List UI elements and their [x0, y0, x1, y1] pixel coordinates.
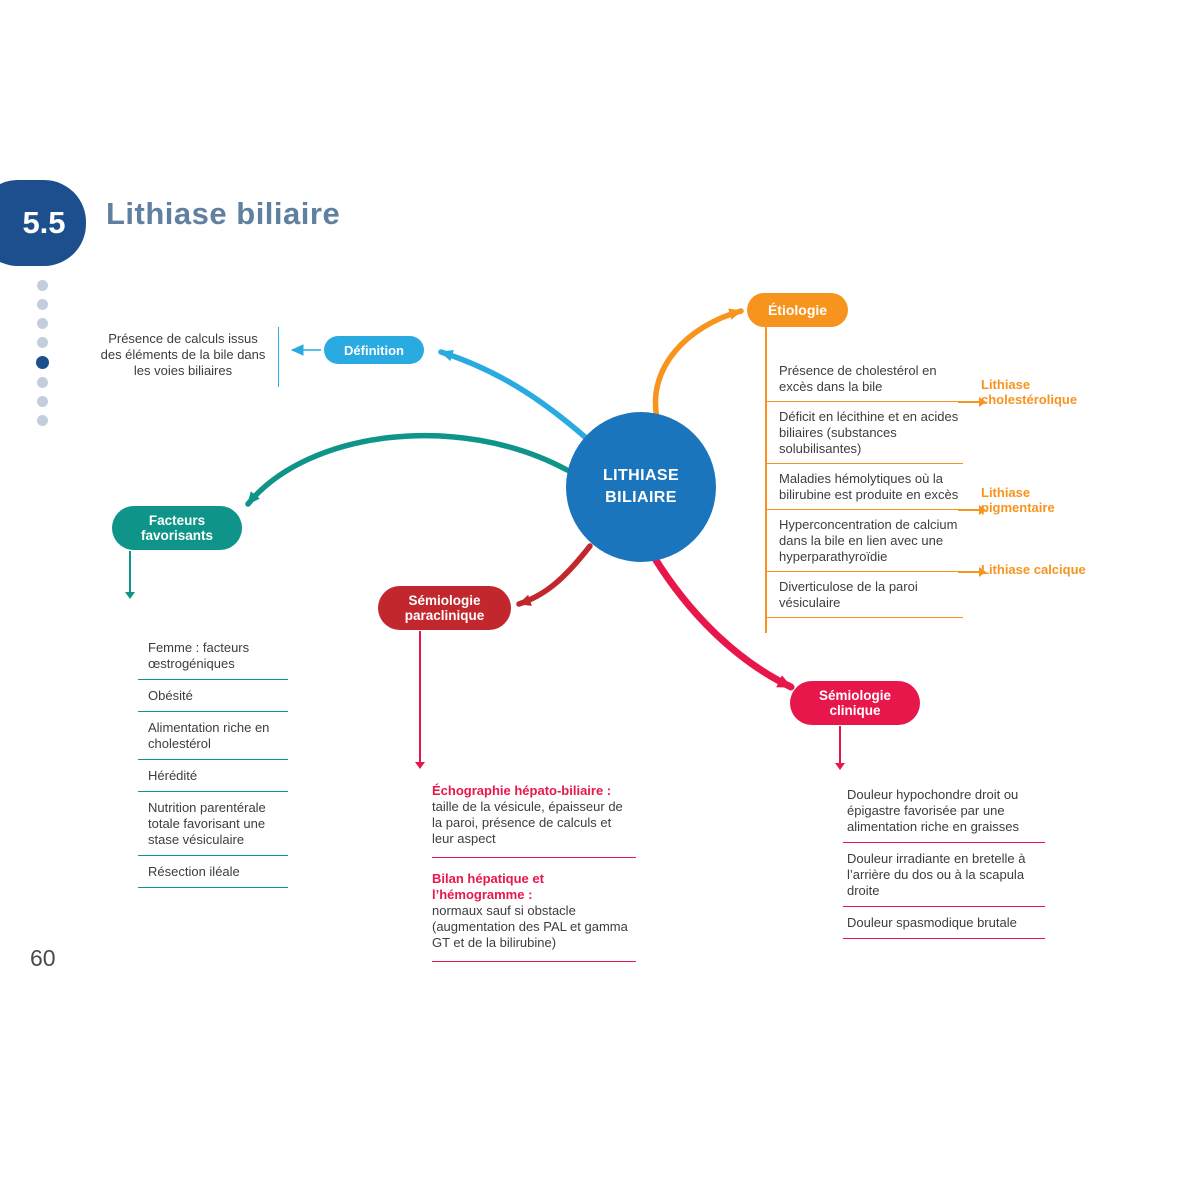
progress-dot	[37, 377, 48, 388]
chapter-progress-dots	[36, 280, 49, 426]
etiologie-item-text: Déficit en lécithine et en acides biliai…	[779, 409, 959, 456]
semiologie-clinique-pill: Sémiologie clinique	[790, 681, 920, 725]
central-node-line2: BILIAIRE	[605, 489, 677, 506]
progress-dot	[37, 318, 48, 329]
etiologie-item-text: Diverticulose de la paroi vésiculaire	[779, 579, 918, 610]
paraclinique-block-title: Bilan hépatique et l’hémogramme :	[432, 871, 544, 902]
arrow-to-lithiase-cholesterolique	[958, 396, 986, 407]
page-number: 60	[30, 945, 56, 971]
facteurs-favorisants-pill: Facteurs favorisants	[112, 506, 242, 550]
progress-dot-active	[36, 356, 49, 369]
paraclinique-block-text: taille de la vésicule, épaisseur de la p…	[432, 799, 623, 846]
etiologie-item: Déficit en lécithine et en acides biliai…	[765, 402, 963, 464]
etiologie-item: Présence de cholestérol en excès dans la…	[765, 356, 1077, 407]
facteurs-item: Obésité	[138, 680, 288, 712]
central-node-line1: LITHIASE	[602, 467, 680, 484]
progress-dot	[37, 299, 48, 310]
progress-dot	[37, 280, 48, 291]
page-title: Lithiase biliaire	[106, 196, 341, 231]
arrow-to-lithiase-calcique	[958, 566, 986, 577]
etiologie-item: Diverticulose de la paroi vésiculaire	[765, 572, 963, 618]
definition-pill: Définition	[324, 336, 424, 364]
arrow-center-to-facteurs	[245, 432, 570, 507]
lithiase-pigmentaire-tag: Lithiase pigmentaire	[981, 485, 1055, 515]
paraclinique-blocks: Échographie hépato-biliaire : taille de …	[432, 783, 636, 975]
etiologie-item-text: Maladies hémolytiques où la bilirubine e…	[779, 471, 959, 502]
section-badge: 5.5	[0, 180, 86, 266]
progress-dot	[37, 396, 48, 407]
etiologie-connector-line	[765, 327, 767, 633]
arrow-to-lithiase-pigmentaire	[958, 504, 986, 515]
facteurs-item: Résection iléale	[138, 856, 288, 888]
central-node-lithiase-biliaire: LITHIASE BILIAIRE	[566, 412, 716, 562]
etiologie-item-text: Hyperconcentration de calcium dans la bi…	[779, 517, 958, 564]
progress-dot	[37, 415, 48, 426]
etiologie-item-text: Présence de cholestérol en excès dans la…	[779, 363, 937, 394]
definition-text: Présence de calculs issus des éléments d…	[96, 327, 279, 387]
clinique-item: Douleur hypochondre droit ou épigastre f…	[843, 779, 1045, 843]
facteurs-item: Hérédité	[138, 760, 288, 792]
lithiase-cholesterolique-tag: Lithiase cholestérolique	[981, 377, 1078, 407]
etiologie-pill: Étiologie	[747, 293, 848, 327]
arrow-center-to-etiologie	[652, 308, 744, 421]
progress-dot	[37, 337, 48, 348]
clinique-list: Douleur hypochondre droit ou épigastre f…	[843, 779, 1045, 939]
clinique-item: Douleur spasmodique brutale	[843, 907, 1045, 939]
arrow-center-to-definition	[438, 349, 588, 440]
semiologie-paraclinique-pill: Sémiologie paraclinique	[378, 586, 511, 630]
facteurs-item: Femme : facteurs œstrogéniques	[138, 632, 288, 680]
facteurs-item: Nutrition parentérale totale favorisant …	[138, 792, 288, 856]
paraclinique-connector-arrow	[415, 631, 425, 769]
etiologie-item: Maladies hémolytiques où la bilirubine e…	[765, 464, 1055, 515]
paraclinique-block: Échographie hépato-biliaire : taille de …	[432, 783, 636, 858]
section-number: 5.5	[22, 205, 66, 240]
paraclinique-block-text: normaux sauf si obstacle (augmentation d…	[432, 903, 628, 950]
clinique-item: Douleur irradiante en bretelle à l’arriè…	[843, 843, 1045, 907]
facteurs-list: Femme : facteurs œstrogéniques Obésité A…	[138, 632, 288, 888]
arrow-center-to-paraclinique	[516, 543, 593, 607]
facteurs-item: Alimentation riche en cholestérol	[138, 712, 288, 760]
paraclinique-block-title: Échographie hépato-biliaire :	[432, 783, 612, 798]
facteurs-connector-arrow	[125, 551, 135, 599]
clinique-connector-arrow	[835, 726, 845, 770]
etiologie-list: Présence de cholestérol en excès dans la…	[765, 356, 1086, 618]
lithiase-calcique-tag: Lithiase calcique	[981, 562, 1086, 577]
paraclinique-block: Bilan hépatique et l’hémogramme : normau…	[432, 871, 636, 962]
etiologie-item: Hyperconcentration de calcium dans la bi…	[765, 510, 1086, 577]
